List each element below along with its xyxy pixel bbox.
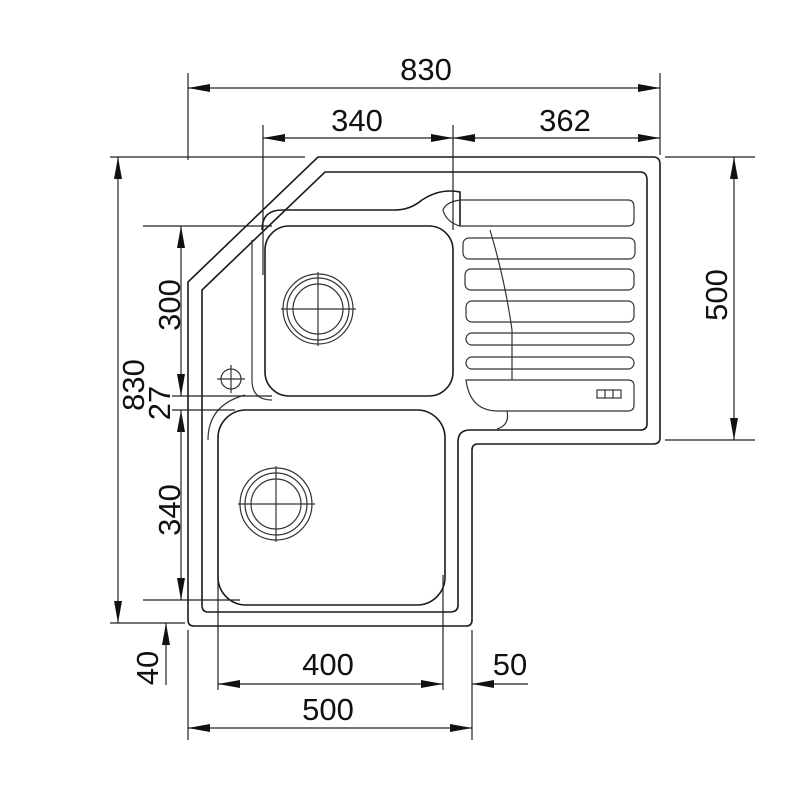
upper-bowl xyxy=(251,190,461,401)
label-right-depth: 500 xyxy=(699,269,734,321)
label-left-gap: 27 xyxy=(142,386,177,420)
upper-drain-icon xyxy=(281,272,356,346)
label-bottom-bowl: 400 xyxy=(302,647,354,682)
label-left-overall: 830 xyxy=(116,359,151,411)
dim-right-500: 500 xyxy=(699,157,738,440)
lower-bowl xyxy=(207,394,446,606)
label-bottom-right-offset: 50 xyxy=(493,647,527,682)
dim-left-340: 340 xyxy=(152,410,187,600)
dim-left-300: 300 xyxy=(152,226,187,396)
dim-top-362: 362 xyxy=(453,103,660,142)
label-left-bottom-offset: 40 xyxy=(130,651,165,685)
overflow-slot-icon xyxy=(596,389,622,399)
label-top-overall: 830 xyxy=(400,52,452,87)
dim-top-830: 830 xyxy=(188,52,660,92)
dim-bottom-400: 400 xyxy=(218,647,443,688)
lower-drain-icon xyxy=(238,466,315,542)
dim-bottom-500: 500 xyxy=(188,692,472,732)
sink-outer-rim xyxy=(187,156,661,627)
tap-hole-icon xyxy=(217,365,245,393)
label-left-upper-bowl: 300 xyxy=(152,279,187,331)
dim-left-830: 830 xyxy=(114,157,151,623)
dim-left-40: 40 xyxy=(130,623,170,685)
dim-bottom-50: 50 xyxy=(472,647,528,688)
label-top-drainer: 362 xyxy=(539,103,591,138)
label-top-bowl: 340 xyxy=(331,103,383,138)
label-bottom-overall: 500 xyxy=(302,692,354,727)
dim-left-27: 27 xyxy=(142,386,185,432)
extension-lines xyxy=(110,73,755,740)
dim-top-340: 340 xyxy=(263,103,453,142)
label-left-lower-bowl: 340 xyxy=(152,484,187,536)
drainer-board xyxy=(442,199,636,430)
